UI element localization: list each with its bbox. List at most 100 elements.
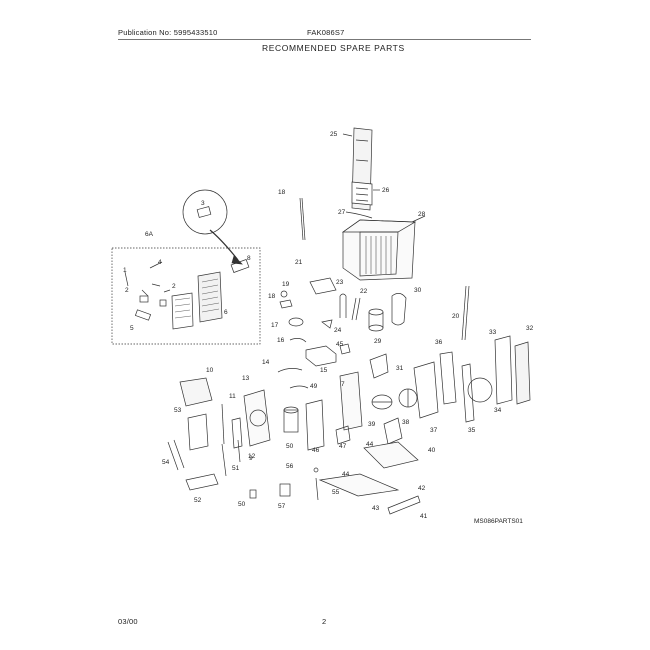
part-17-ring — [288, 317, 304, 327]
part-50-small — [249, 489, 257, 499]
part-28-cabinet — [341, 215, 426, 281]
part-50-motor — [283, 406, 299, 433]
diagram-code: MS086PARTS01 — [474, 518, 523, 525]
callout-label: 4 — [158, 259, 162, 266]
part-46 — [305, 399, 325, 451]
part-44-base-pan — [318, 473, 400, 497]
callout-label: 54 — [162, 459, 170, 466]
callout-label: 21 — [295, 259, 303, 266]
callout-label: 38 — [402, 419, 410, 426]
callout-label: 40 — [428, 447, 436, 454]
detail-circle — [182, 189, 243, 265]
callout-label: 55 — [332, 489, 340, 496]
callout-label: 56 — [286, 463, 294, 470]
callout-label: 52 — [194, 497, 202, 504]
callout-label: 18 — [278, 189, 286, 196]
callout-label: 3 — [201, 200, 205, 207]
part-10-housing — [179, 377, 213, 407]
callout-label: 6 — [224, 309, 228, 316]
part-30-tube — [391, 293, 407, 326]
callout-label: 27 — [338, 209, 346, 216]
part-14-hose — [277, 368, 303, 373]
callout-label: 49 — [310, 383, 318, 390]
part-51 — [221, 443, 227, 477]
part-18-clip — [279, 299, 293, 309]
callout-label: 20 — [452, 313, 460, 320]
callout-label: 57 — [278, 503, 286, 510]
part-56 — [313, 467, 319, 473]
part-35 — [461, 363, 475, 423]
callout-label: 44 — [342, 471, 350, 478]
callout-label: 10 — [206, 367, 214, 374]
callout-label: 9 — [249, 455, 253, 462]
callout-label: 37 — [430, 427, 438, 434]
callout-label: 30 — [414, 287, 422, 294]
part-42-rail — [387, 495, 421, 515]
part-16 — [289, 338, 307, 343]
part-32-panel — [514, 341, 531, 405]
callout-label: 35 — [468, 427, 476, 434]
callout-label: 39 — [368, 421, 376, 428]
part-18-rail — [299, 197, 306, 241]
callout-label: 42 — [418, 485, 426, 492]
callout-label: 15 — [320, 367, 328, 374]
part-45 — [339, 343, 351, 355]
part-21 — [309, 277, 337, 295]
part-38-motor — [398, 388, 418, 408]
callout-label: 26 — [382, 187, 390, 194]
part-52 — [185, 473, 219, 491]
page-title: RECOMMENDED SPARE PARTS — [262, 43, 405, 53]
callout-label: 36 — [435, 339, 443, 346]
callout-label: 23 — [336, 279, 344, 286]
callout-label: 17 — [271, 322, 279, 329]
part-19 — [280, 290, 288, 298]
callout-label: 41 — [420, 513, 428, 520]
callout-label: 6A — [145, 231, 154, 238]
callout-label: 45 — [336, 341, 344, 348]
part-33-panel — [494, 335, 513, 405]
callout-label: 24 — [334, 327, 342, 334]
callout-label: 32 — [526, 325, 534, 332]
callout-label: 12 — [248, 453, 256, 460]
part-20-bar — [461, 285, 470, 341]
part-47 — [335, 425, 351, 445]
callout-label: 19 — [282, 281, 290, 288]
part-54 — [167, 439, 185, 471]
callout-label: 22 — [360, 288, 368, 295]
part-15-box — [305, 345, 337, 367]
callout-label: 31 — [396, 365, 404, 372]
part-53 — [187, 413, 209, 451]
part-39-fan — [371, 394, 393, 410]
part-29-capacitor — [368, 308, 384, 332]
part-27-strip — [345, 211, 373, 219]
callout-label: 16 — [277, 337, 285, 344]
callout-label: 50 — [286, 443, 294, 450]
header-rule — [118, 39, 531, 40]
part-22-tube — [351, 297, 361, 321]
part-40-bracket — [383, 417, 403, 445]
part-23-tube — [339, 293, 347, 318]
callout-label: 5 — [130, 325, 134, 332]
callout-label: 51 — [232, 465, 240, 472]
part-31-bracket — [369, 353, 389, 379]
callout-label: 1 — [123, 267, 127, 274]
callout-label: 50 — [238, 501, 246, 508]
part-55 — [315, 477, 319, 501]
part-9-panel — [231, 417, 243, 449]
callout-label: 11 — [229, 393, 236, 400]
part-36-panel — [439, 351, 457, 405]
part-24 — [321, 319, 333, 329]
part-44-tray — [363, 441, 419, 469]
callout-label: 29 — [374, 338, 382, 345]
publication-number: Publication No: 5995433510 — [118, 28, 218, 37]
part-34-fan — [467, 377, 493, 403]
callout-label: 2 — [125, 287, 129, 294]
callout-label: 33 — [489, 329, 497, 336]
part-37-housing — [413, 361, 439, 419]
part-13-scroll — [243, 389, 271, 447]
callout-label: 14 — [262, 359, 270, 366]
part-49 — [289, 385, 309, 389]
callout-label: 25 — [330, 131, 338, 138]
callout-label: 7 — [341, 381, 345, 388]
detail-inset-box — [111, 247, 261, 345]
